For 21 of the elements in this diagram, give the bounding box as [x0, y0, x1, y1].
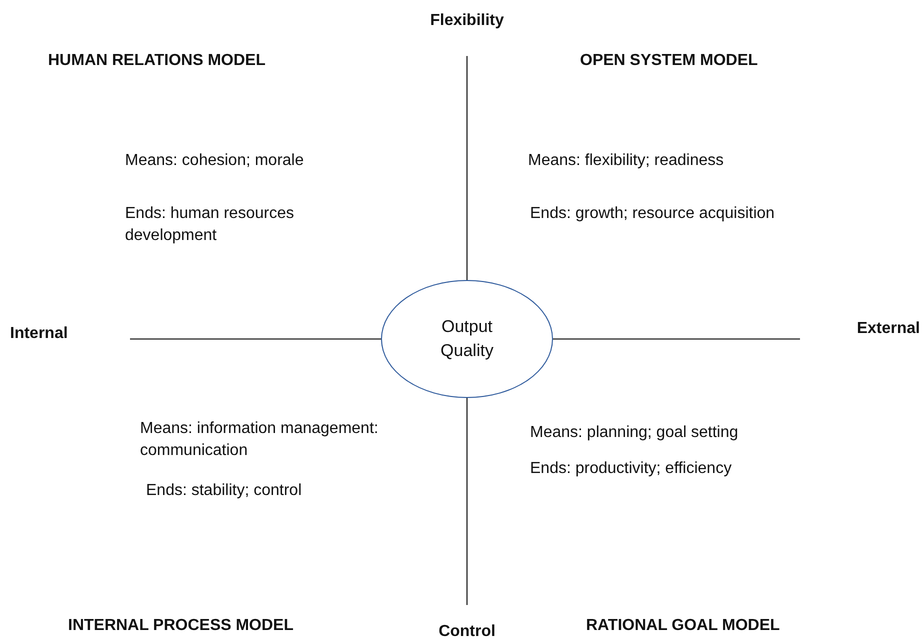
axis-line: [553, 338, 800, 340]
quadrant-text: Ends: growth; resource acquisition: [530, 204, 775, 224]
axis-line: [466, 56, 468, 280]
quadrant-title: OPEN SYSTEM MODEL: [580, 51, 758, 71]
center-ellipse: Output Quality: [381, 280, 553, 398]
quadrant-text: Ends: stability; control: [146, 481, 302, 501]
quadrant-title: INTERNAL PROCESS MODEL: [68, 616, 294, 636]
quadrant-title: RATIONAL GOAL MODEL: [586, 616, 780, 636]
axis-line: [130, 338, 381, 340]
quadrant-text: Means: information management: communication: [140, 419, 380, 462]
quadrant-text: Ends: productivity; efficiency: [530, 459, 732, 479]
axis-label: Control: [420, 605, 514, 641]
axis-label: Internal: [10, 323, 130, 345]
quadrant-text: Means: planning; goal setting: [530, 423, 738, 443]
axis-label: External: [800, 318, 920, 340]
axis-line: [466, 398, 468, 605]
axis-label: Flexibility: [420, 12, 514, 56]
quadrant-text: Means: flexibility; readiness: [528, 151, 724, 171]
quadrant-title: HUMAN RELATIONS MODEL: [48, 51, 266, 71]
quadrant-text: Ends: human resources development: [125, 204, 295, 246]
quadrant-text: Means: cohesion; morale: [125, 151, 304, 171]
